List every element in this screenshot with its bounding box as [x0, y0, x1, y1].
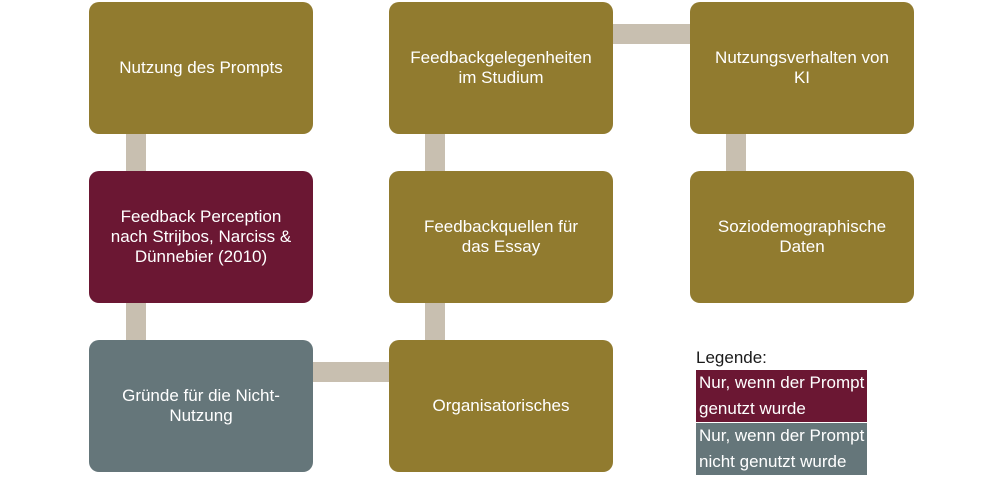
box-label: Organisatorisches: [432, 396, 570, 415]
box-feedbackgelegenheiten: Feedbackgelegenheiten im Studium: [389, 2, 613, 134]
box-gruende-nicht-nutzung: Gründe für die Nicht- Nutzung: [89, 340, 313, 472]
box-label: Feedbackgelegenheiten im Studium: [410, 48, 592, 87]
legend-entry-used: Nur, wenn der Prompt genutzt wurde: [696, 370, 868, 422]
box-label: Gründe für die Nicht- Nutzung: [122, 386, 280, 425]
box-label: Feedback Perception nach Strijbos, Narci…: [110, 207, 292, 266]
box-label: Nutzungsverhalten von KI: [715, 48, 889, 87]
connector-organisatorisches-quellen: [425, 303, 445, 340]
connector-nutzungsverhalten-sozio: [726, 134, 746, 171]
box-nutzungsverhalten-ki: Nutzungsverhalten von KI: [690, 2, 914, 134]
connector-prompts-perception: [126, 134, 146, 171]
box-soziodemographische-daten: Soziodemographische Daten: [690, 171, 914, 303]
box-label: Soziodemographische Daten: [717, 217, 887, 256]
legend: Legende: Nur, wenn der Prompt genutzt wu…: [696, 347, 868, 475]
legend-entry-not-used: Nur, wenn der Prompt nicht genutzt wurde: [696, 423, 868, 475]
legend-title: Legende:: [696, 348, 767, 367]
box-organisatorisches: Organisatorisches: [389, 340, 613, 472]
connector-gruende-organisatorisches: [313, 362, 389, 382]
box-nutzung-des-prompts: Nutzung des Prompts: [89, 2, 313, 134]
box-feedbackquellen: Feedbackquellen für das Essay: [389, 171, 613, 303]
connector-gelegenheiten-nutzungsverhalten: [613, 24, 690, 44]
box-label: Feedbackquellen für das Essay: [423, 217, 579, 256]
connector-quellen-gelegenheiten: [425, 134, 445, 171]
box-label: Nutzung des Prompts: [119, 58, 283, 77]
connector-perception-gruende: [126, 303, 146, 340]
box-feedback-perception: Feedback Perception nach Strijbos, Narci…: [89, 171, 313, 303]
